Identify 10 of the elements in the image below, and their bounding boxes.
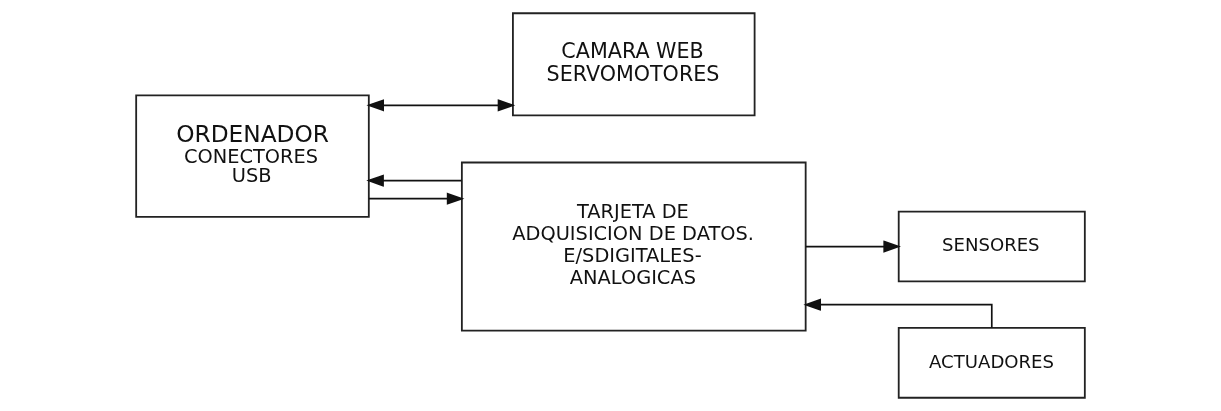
node-box: CAMARA WEB SERVOMOTORES [512,12,756,117]
node-box: TARJETA DE ADQUISICION DE DATOS. E/SDIGITALES- ANALOGICAS [460,161,807,332]
arrow [805,240,901,253]
arrow [366,174,463,187]
arrow [368,192,465,205]
node-box: ORDENADOR CONECTORES USB [135,94,370,218]
arrow [366,99,516,112]
node-box: SENSORES [897,210,1086,283]
arrow [803,298,993,329]
node-box: ACTUADORES [897,327,1086,399]
